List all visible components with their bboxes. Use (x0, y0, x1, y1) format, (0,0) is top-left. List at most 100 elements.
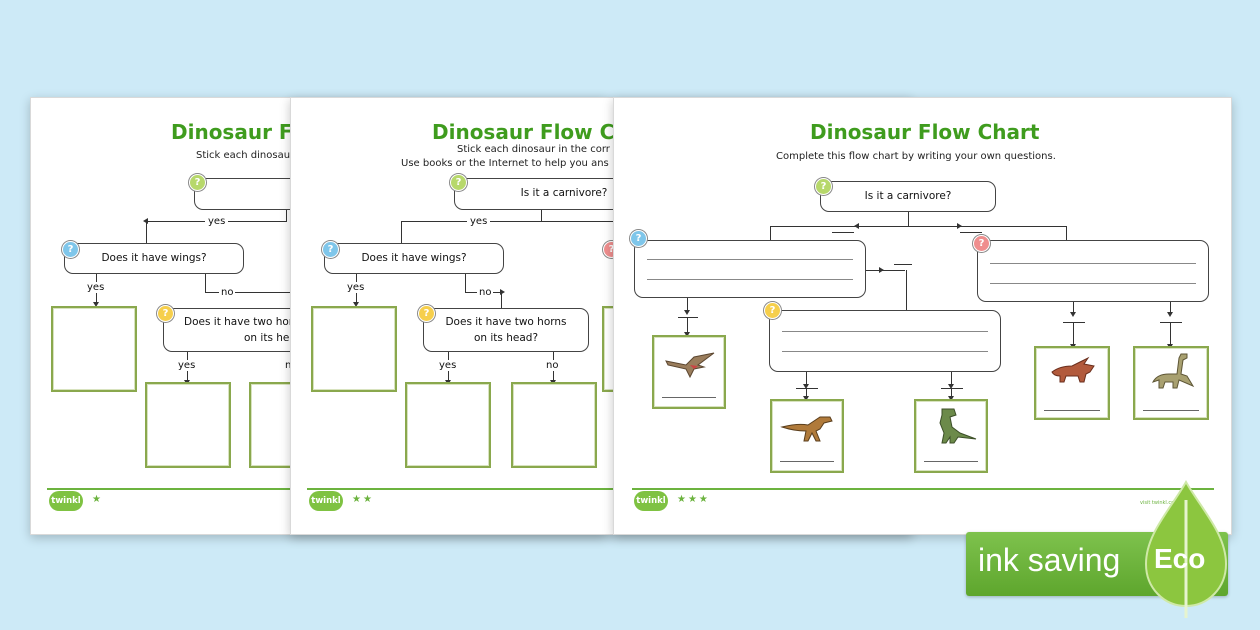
connector-line (1070, 302, 1076, 317)
blank-label-line (796, 388, 818, 389)
difficulty-stars: ★★★ (677, 494, 710, 505)
twinkl-logo: twinkl (634, 491, 668, 511)
answer-box[interactable] (652, 335, 726, 409)
answer-box[interactable] (145, 382, 231, 468)
no-label: no (546, 360, 559, 371)
answer-box[interactable] (1133, 346, 1209, 420)
yes-label: yes (439, 360, 457, 371)
blank-label-line (894, 264, 912, 265)
t-rex-icon (939, 408, 977, 444)
twinkl-logo: twinkl (309, 491, 343, 511)
question-box-wings: Does it have wings? (64, 243, 244, 274)
question-mark-icon: ? (62, 241, 79, 258)
brachiosaurus-icon (1152, 353, 1195, 389)
question-box-wings: Does it have wings? (324, 243, 504, 274)
connector-line (908, 212, 909, 226)
question-mark-icon: ? (157, 305, 174, 322)
blank-question-box[interactable] (769, 310, 1001, 372)
answer-box[interactable] (914, 399, 988, 473)
connector-line (854, 223, 908, 229)
footer-rule (632, 488, 1214, 490)
worksheet-three-stars: Dinosaur Flow Chart Complete this flow c… (613, 97, 1232, 535)
answer-box[interactable] (1034, 346, 1110, 420)
blank-label-line (960, 232, 982, 233)
question-text: on its head? (473, 332, 539, 344)
answer-box[interactable] (311, 306, 397, 392)
connector-line (908, 223, 962, 229)
question-text: Does it have wings? (361, 252, 467, 264)
question-text: Does it have wings? (101, 252, 207, 264)
question-mark-icon: ? (764, 302, 781, 319)
answer-box[interactable] (770, 399, 844, 473)
difficulty-stars: ★ (92, 494, 103, 505)
sheet-instructions: Use books or the Internet to help you an… (401, 158, 609, 169)
question-mark-icon: ? (418, 305, 435, 322)
eco-leaf-icon (1144, 480, 1228, 618)
connector-line (1070, 322, 1076, 349)
question-text: Is it a carnivore? (520, 187, 608, 199)
sheet-title: Dinosaur Flow Chart (810, 120, 1040, 144)
connector-line (205, 274, 206, 292)
blank-label-line (1063, 322, 1085, 323)
question-text: Is it a carnivore? (864, 190, 952, 202)
sheet-instructions: Stick each dinosaur in the corr (457, 144, 610, 155)
question-mark-icon: ? (322, 241, 339, 258)
answer-box[interactable] (51, 306, 137, 392)
connector-line (958, 226, 1066, 227)
connector-line (770, 226, 771, 240)
connector-line (146, 221, 147, 243)
footer-credit: visit twinkl.com (1140, 500, 1180, 506)
connector-line (401, 221, 402, 243)
connector-line (501, 292, 502, 308)
connector-line (880, 270, 905, 271)
question-mark-icon: ? (815, 178, 832, 195)
twinkl-logo: twinkl (49, 491, 83, 511)
sheet-title: Dinosaur Flow Ch (432, 120, 629, 144)
triceratops-icon (1051, 356, 1095, 383)
blank-label-line (678, 317, 698, 318)
question-box-carnivore: Is it a carnivore? (820, 181, 996, 212)
blank-label-line (1160, 322, 1182, 323)
connector-line (1167, 302, 1173, 317)
blank-question-box[interactable] (634, 240, 866, 298)
connector-line (1066, 226, 1067, 240)
carnivore-dinosaur-icon (780, 416, 833, 442)
yes-label: yes (347, 282, 365, 293)
no-label: no (477, 287, 494, 298)
connector-line (948, 388, 954, 401)
connector-line (286, 210, 287, 222)
blank-question-box[interactable] (977, 240, 1209, 302)
question-mark-icon: ? (630, 230, 647, 247)
blank-label-line (941, 388, 963, 389)
question-text: Does it have two horns (445, 316, 567, 328)
connector-line (948, 372, 954, 389)
no-label: no (219, 287, 236, 298)
yes-label: yes (467, 216, 491, 227)
question-box-horns: Does it have two horns on its head? (423, 308, 589, 352)
yes-label: yes (205, 216, 229, 227)
connector-line (803, 372, 809, 389)
connector-line (770, 226, 858, 227)
sheet-title: Dinosaur F (171, 120, 293, 144)
answer-box[interactable] (511, 382, 597, 468)
connector-line (1167, 322, 1173, 349)
connector-line (401, 221, 621, 222)
yes-label: yes (87, 282, 105, 293)
yes-label: yes (178, 360, 196, 371)
question-mark-icon: ? (450, 174, 467, 191)
sheet-instructions: Stick each dinosau (196, 150, 291, 161)
question-mark-icon: ? (189, 174, 206, 191)
sheet-instructions: Complete this flow chart by writing your… (776, 151, 1056, 162)
footer-rule (307, 488, 897, 490)
connector-line (906, 270, 907, 310)
eco-badge-label: Eco (1154, 543, 1206, 574)
question-mark-icon: ? (973, 235, 990, 252)
pterodactyl-icon (665, 352, 715, 379)
connector-line (541, 210, 542, 222)
difficulty-stars: ★★ (352, 494, 374, 505)
connector-line (866, 267, 884, 273)
connector-line (465, 274, 466, 292)
answer-box[interactable] (405, 382, 491, 468)
blank-label-line (832, 232, 854, 233)
connector-line (684, 318, 690, 337)
